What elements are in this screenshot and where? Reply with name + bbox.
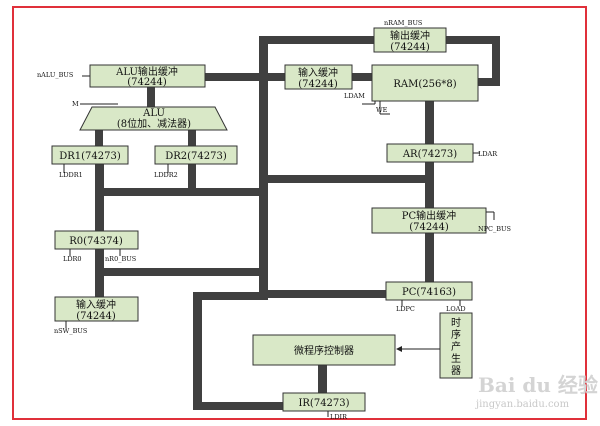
pc-output-buffer-label: PC输出缓冲 — [402, 209, 456, 222]
signal-m: M — [72, 100, 79, 108]
timing-char-1: 时 — [451, 317, 461, 329]
watermark-brand: Bai du 经验 — [478, 373, 598, 397]
pc-output-buffer: PC输出缓冲 (74244) — [371, 207, 487, 234]
input-buffer-left: 输入缓冲 (74244) — [54, 296, 139, 322]
signal-nalu-bus: nALU_BUS — [37, 71, 73, 79]
ir-register: IR(74273) — [282, 392, 366, 412]
ram-label: RAM(256*8) — [393, 79, 456, 90]
dr2-label: DR2(74273) — [165, 151, 227, 162]
signal-ldar: LDAR — [478, 150, 498, 158]
control-lines — [63, 75, 495, 417]
timing-char-5: 器 — [451, 365, 461, 377]
signal-nram-bus: nRAM_BUS — [384, 19, 422, 27]
microprogram-controller: 微程序控制器 — [252, 334, 396, 366]
signal-load: LOAD — [446, 305, 466, 313]
signal-ldpc: LDPC — [396, 305, 415, 313]
dr1-register: DR1(74273) — [51, 145, 129, 165]
pc-register: PC(74163) — [385, 281, 473, 301]
alu-output-buffer-label: ALU输出缓冲 — [115, 65, 178, 78]
signal-we: WE — [376, 106, 388, 114]
input-buffer-left-label: 输入缓冲 — [76, 298, 116, 311]
pc-output-buffer-chip: (74244) — [409, 222, 449, 233]
dr1-label: DR1(74273) — [59, 151, 121, 162]
timing-char-4: 生 — [451, 352, 461, 365]
output-buffer-top-chip: (74244) — [390, 42, 430, 53]
ar-register: AR(74273) — [386, 143, 474, 163]
microprogram-controller-label: 微程序控制器 — [294, 344, 354, 357]
output-buffer-top-label: 输出缓冲 — [390, 29, 430, 42]
ir-label: IR(74273) — [298, 398, 349, 409]
pc-label: PC(74163) — [402, 287, 456, 298]
alu-output-buffer: ALU输出缓冲 (74244) — [89, 64, 206, 88]
alu-label: ALU — [142, 108, 165, 119]
signal-ldir: LDIR — [330, 413, 348, 421]
signal-ldam: LDAM — [344, 92, 365, 100]
timing-to-micro-arrow — [396, 346, 440, 352]
watermark: Bai du 经验 jingyan.baidu.com — [475, 373, 598, 410]
input-buffer-top-chip: (74244) — [298, 79, 338, 90]
r0-register: R0(74374) — [54, 230, 139, 250]
signal-nr0-bus: nR0_BUS — [105, 255, 136, 263]
alu-output-buffer-chip: (74244) — [127, 77, 167, 88]
watermark-url: jingyan.baidu.com — [475, 399, 570, 410]
input-buffer-top-label: 输入缓冲 — [298, 66, 338, 79]
input-buffer-top: 输入缓冲 (74244) — [284, 64, 353, 90]
timing-generator: 时 序 产 生 器 — [439, 312, 473, 379]
ram-block: RAM(256*8) — [371, 64, 479, 102]
signal-lddr2: LDDR2 — [154, 171, 178, 179]
dr2-register: DR2(74273) — [154, 145, 238, 165]
alu-desc: (8位加、减法器) — [117, 117, 191, 130]
signal-nsw-bus: nSW_BUS — [54, 327, 87, 335]
timing-char-2: 序 — [451, 328, 461, 341]
outer-frame — [12, 6, 587, 420]
signal-npc-bus: NPC_BUS — [478, 225, 511, 233]
alu-block: ALU (8位加、减法器) — [79, 106, 228, 131]
r0-label: R0(74374) — [69, 236, 123, 247]
ar-label: AR(74273) — [402, 149, 457, 160]
signal-labels: nALU_BUS M LDDR1 LDDR2 LDR0 nR0_BUS nSW_… — [37, 19, 511, 421]
signal-ldr0: LDR0 — [63, 255, 82, 263]
timing-char-3: 产 — [451, 340, 461, 353]
input-buffer-left-chip: (74244) — [76, 311, 116, 322]
signal-lddr1: LDDR1 — [59, 171, 83, 179]
output-buffer-top: 输出缓冲 (74244) — [373, 27, 447, 53]
